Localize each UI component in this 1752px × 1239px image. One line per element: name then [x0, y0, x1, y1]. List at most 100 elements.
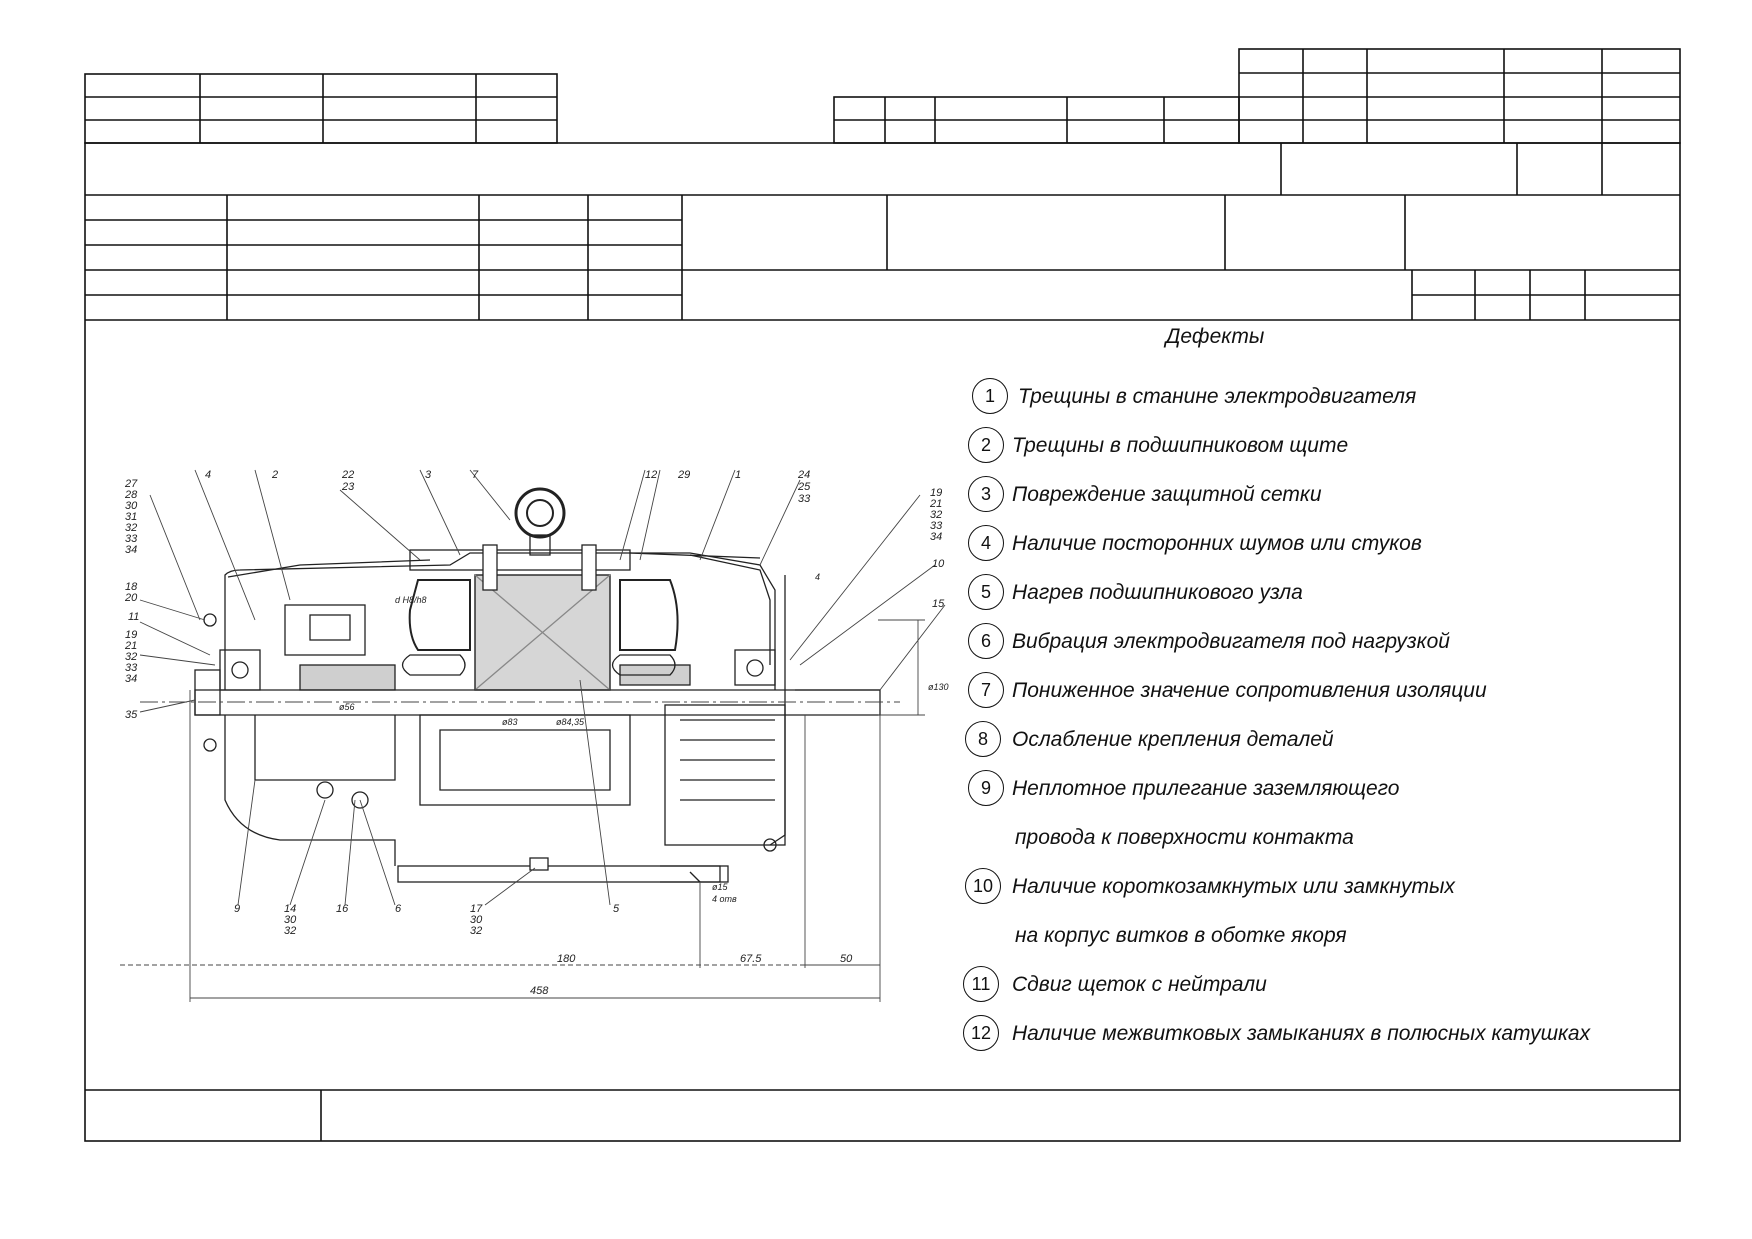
defect-item: 9 Неплотное прилегание заземляющего провод…	[0, 770, 1752, 849]
svg-text:21: 21	[929, 498, 942, 510]
svg-text:34: 34	[125, 673, 137, 685]
svg-text:32: 32	[125, 651, 137, 663]
defect-text: Нагрев подшипникового узла	[1012, 581, 1303, 604]
defect-item: 12 Наличие межвитковых замыканиях в полюс…	[0, 1015, 1752, 1055]
svg-text:27: 27	[124, 478, 138, 490]
dimension-lines	[120, 469, 946, 1002]
svg-text:2: 2	[271, 469, 278, 481]
defect-number-badge: 3	[968, 476, 1004, 512]
svg-text:29: 29	[677, 469, 690, 481]
svg-text:ø84,35: ø84,35	[556, 717, 585, 727]
svg-text:33: 33	[125, 533, 138, 545]
svg-text:11: 11	[128, 611, 139, 623]
defect-number-badge: 9	[968, 770, 1004, 806]
title-block-frame	[84, 48, 1681, 1142]
svg-text:19: 19	[125, 629, 137, 641]
defect-number-badge: 12	[963, 1015, 999, 1051]
defect-number-badge: 4	[968, 525, 1004, 561]
defect-number-badge: 6	[968, 623, 1004, 659]
svg-text:32: 32	[125, 522, 137, 534]
svg-text:33: 33	[798, 493, 811, 505]
defect-item: 2 Трещины в подшипниковом щите	[0, 427, 1752, 467]
defect-text: Наличие межвитковых замыканиях в полюсны…	[1012, 1022, 1591, 1045]
svg-text:24: 24	[797, 469, 810, 481]
defect-item: 5 Нагрев подшипникового узла	[0, 574, 1752, 614]
defect-item: 11 Сдвиг щеток с нейтрали	[0, 966, 1752, 1006]
svg-text:33: 33	[930, 520, 943, 532]
svg-text:50: 50	[840, 953, 853, 965]
svg-text:19: 19	[930, 487, 942, 499]
defect-number-badge: 8	[965, 721, 1001, 757]
svg-text:67.5: 67.5	[740, 953, 762, 965]
defect-text: Наличие посторонних шумов или стуков	[1012, 532, 1422, 555]
svg-text:25: 25	[797, 481, 811, 493]
defect-item: 8 Ослабление крепления деталей	[0, 721, 1752, 761]
defect-number-badge: 1	[972, 378, 1008, 414]
defect-item: 3 Повреждение защитной сетки	[0, 476, 1752, 516]
svg-text:21: 21	[124, 640, 137, 652]
defect-text: Неплотное прилегание заземляющего	[1012, 777, 1400, 800]
svg-text:ø15: ø15	[712, 882, 729, 892]
defect-number-badge: 10	[965, 868, 1001, 904]
svg-text:30: 30	[125, 500, 138, 512]
defects-heading: Дефекты	[1165, 325, 1265, 348]
motor-cross-section	[194, 487, 881, 883]
svg-text:5: 5	[613, 903, 620, 915]
svg-text:12: 12	[645, 469, 657, 481]
svg-text:35: 35	[125, 709, 138, 721]
svg-text:32: 32	[470, 925, 482, 937]
svg-text:6: 6	[395, 903, 402, 915]
svg-text:d H8/h8: d H8/h8	[395, 595, 427, 605]
svg-text:20: 20	[124, 592, 138, 604]
defect-number-badge: 2	[968, 427, 1004, 463]
svg-text:22: 22	[341, 469, 354, 481]
defect-item: 6 Вибрация электродвигателя под нагрузкой	[0, 623, 1752, 663]
svg-text:30: 30	[284, 914, 297, 926]
defect-text: на корпус витков в оботке якоря	[1015, 924, 1347, 947]
svg-text:14: 14	[284, 903, 296, 915]
defect-text: провода к поверхности контакта	[1015, 826, 1354, 849]
defect-text: Ослабление крепления деталей	[1012, 728, 1334, 751]
svg-text:4: 4	[815, 572, 820, 582]
defect-text: Наличие короткозамкнутых или замкнутых	[1012, 875, 1455, 898]
svg-text:23: 23	[341, 481, 355, 493]
defect-number-badge: 7	[968, 672, 1004, 708]
svg-text:30: 30	[470, 914, 483, 926]
defect-number-badge: 11	[963, 966, 999, 1002]
svg-text:ø130: ø130	[928, 682, 949, 692]
svg-text:33: 33	[125, 662, 138, 674]
svg-text:7: 7	[472, 469, 479, 481]
svg-text:16: 16	[336, 903, 349, 915]
svg-text:1: 1	[735, 469, 741, 481]
svg-text:18: 18	[125, 581, 138, 593]
svg-text:28: 28	[124, 489, 138, 501]
svg-text:ø83: ø83	[502, 717, 518, 727]
svg-text:34: 34	[930, 531, 942, 543]
defect-text: Сдвиг щеток с нейтрали	[1012, 973, 1267, 996]
svg-text:17: 17	[470, 903, 483, 915]
svg-text:32: 32	[930, 509, 942, 521]
svg-text:458: 458	[530, 985, 549, 997]
svg-text:9: 9	[234, 903, 240, 915]
svg-text:3: 3	[425, 469, 432, 481]
svg-text:32: 32	[284, 925, 296, 937]
defect-item: 10 Наличие короткозамкнутых или замкнутых…	[0, 868, 1752, 947]
svg-text:ø56: ø56	[339, 702, 355, 712]
svg-text:4 отв: 4 отв	[712, 894, 737, 904]
svg-text:34: 34	[125, 544, 137, 556]
defect-text: Повреждение защитной сетки	[1012, 483, 1322, 506]
defect-text: Трещины в подшипниковом щите	[1012, 434, 1349, 457]
defect-number-badge: 5	[968, 574, 1004, 610]
defect-text: Вибрация электродвигателя под нагрузкой	[1012, 630, 1450, 653]
svg-text:4: 4	[205, 469, 211, 481]
defect-item: 1 Трещины в станине электродвигателя	[0, 378, 1752, 418]
callout-labels: 27 28 30 31 32 33 34 18 20 11 19 21 32 3…	[124, 469, 949, 997]
defect-item: 4 Наличие посторонних шумов или стуков	[0, 525, 1752, 565]
svg-text:15: 15	[932, 598, 945, 610]
defect-text: Трещины в станине электродвигателя	[1018, 385, 1417, 408]
svg-text:10: 10	[932, 558, 945, 570]
svg-text:180: 180	[557, 953, 576, 965]
svg-text:31: 31	[125, 511, 137, 523]
